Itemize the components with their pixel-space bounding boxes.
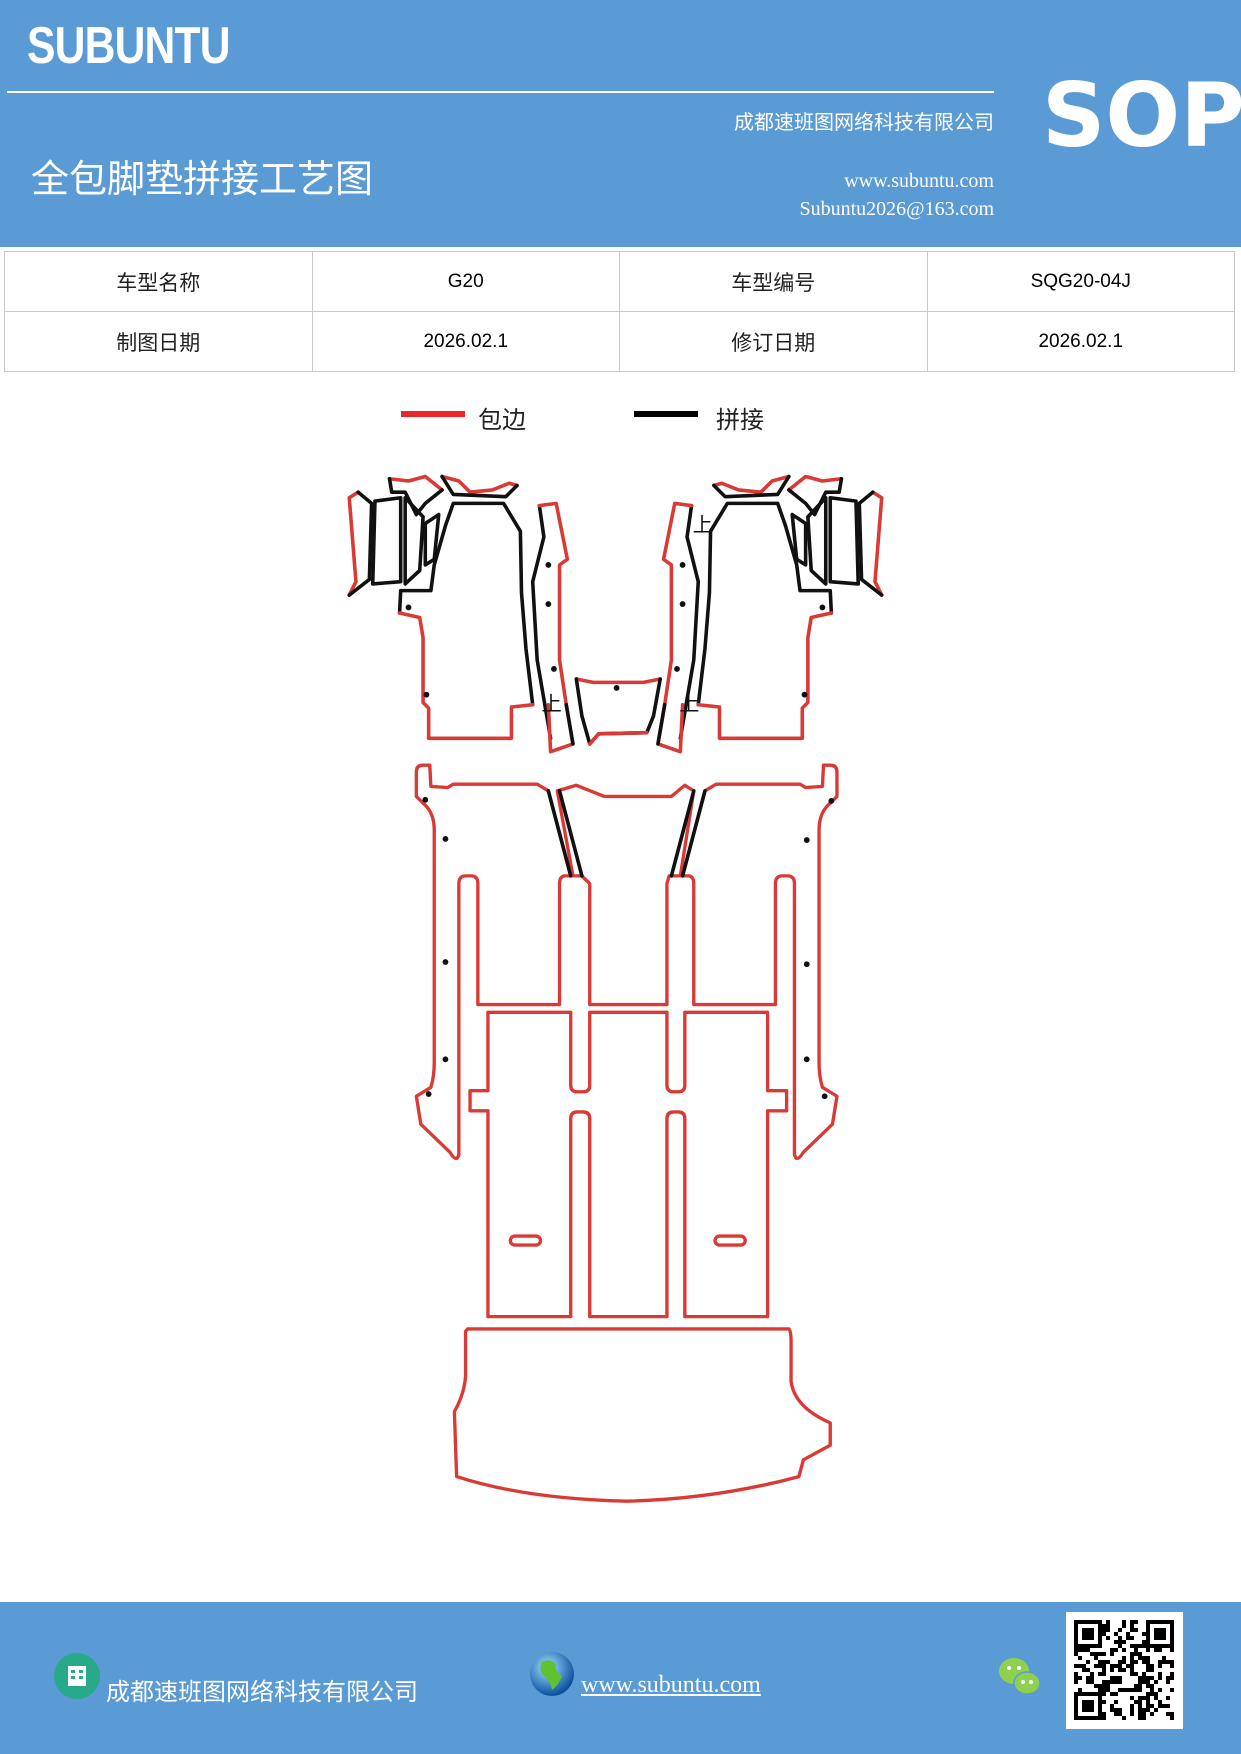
legend-swatch-seam (634, 411, 698, 417)
value-cell: SQG20-04J (926, 251, 1235, 312)
tunnel-piece-edge (574, 677, 663, 685)
label-cell: 制图日期 (4, 311, 313, 372)
footer-company: 成都速班图网络科技有限公司 (106, 1680, 418, 1706)
header-banner: SUBUNTU SOP 全包脚垫拼接工艺图 成都速班图网络科技有限公司 www.… (0, 0, 1241, 247)
footer-banner: 成都速班图网络科技有限公司 www.subuntu.com (0, 1602, 1241, 1754)
rear-seam-left (546, 789, 584, 878)
value-cell: 2026.02.1 (926, 311, 1235, 372)
trunk-mat (452, 1327, 832, 1503)
legend: 包边 拼接 (0, 400, 1241, 440)
qr-code (1066, 1612, 1183, 1729)
info-table: 车型名称 G20 车型编号 SQG20-04J 制图日期 2026.02.1 修… (4, 251, 1235, 372)
front-left-mat-group (347, 474, 575, 754)
up-label: 上 (679, 692, 699, 715)
up-label: 上 (693, 513, 713, 536)
up-label: 上 (542, 692, 562, 715)
label-cell: 车型名称 (4, 251, 313, 312)
header-divider (7, 91, 994, 93)
slot-left (508, 1234, 543, 1247)
building-icon (54, 1653, 100, 1699)
rear-seam-right (669, 789, 707, 878)
legend-label-edge: 包边 (478, 407, 526, 434)
label-cell: 修订日期 (619, 311, 928, 372)
globe-icon (530, 1652, 574, 1696)
rear-center-mat (555, 783, 696, 1007)
page-title: 全包脚垫拼接工艺图 (31, 157, 374, 201)
footer-website-link[interactable]: www.subuntu.com (581, 1672, 761, 1698)
value-cell: 2026.02.1 (311, 311, 620, 372)
table-row: 车型名称 G20 车型编号 SQG20-04J (4, 251, 1235, 312)
value-cell: G20 (311, 251, 620, 312)
company-name: 成都速班图网络科技有限公司 (734, 112, 994, 134)
rear-left-mat (414, 763, 573, 1161)
brand-logo: SUBUNTU (27, 17, 231, 75)
legend-label-seam: 拼接 (716, 407, 764, 434)
rear-fixing-dots (422, 796, 835, 1100)
slot-right (713, 1234, 747, 1247)
rear-right-mat (680, 763, 839, 1161)
third-row-mat (468, 1010, 789, 1319)
email-text: Subuntu2026@163.com (799, 198, 994, 220)
wechat-icon (999, 1658, 1041, 1695)
table-row: 制图日期 2026.02.1 修订日期 2026.02.1 (4, 311, 1235, 372)
sop-badge: SOP (1042, 64, 1241, 167)
legend-swatch-edge (401, 411, 465, 417)
website-link[interactable]: www.subuntu.com (844, 170, 994, 192)
